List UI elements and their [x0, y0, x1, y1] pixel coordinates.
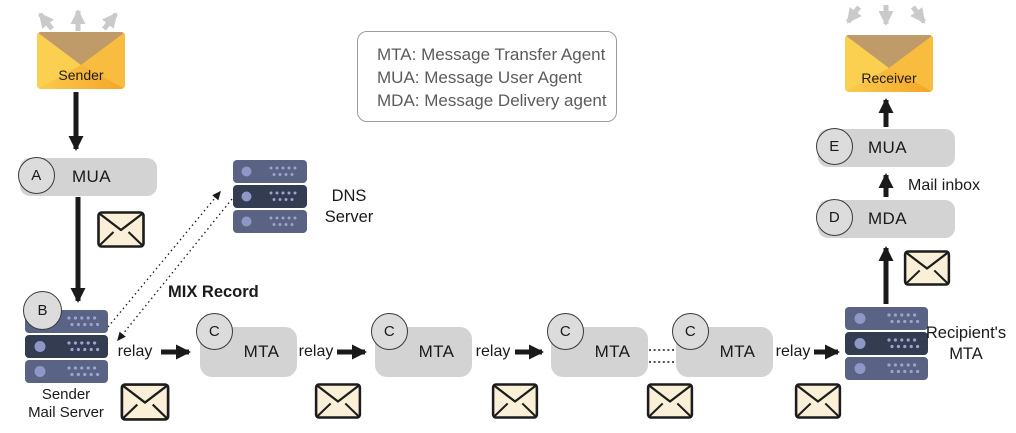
mail-inbox-label: Mail inbox	[908, 177, 981, 194]
node-mua-e: E MUA	[816, 128, 955, 167]
mail-envelope-icon	[97, 211, 145, 253]
node-mta-2: C MTA	[371, 313, 472, 377]
legend-line-mua: MUA: Message User Agent	[377, 68, 583, 87]
dns-server-icon	[233, 160, 307, 238]
node-mta-1-label: MTA	[243, 342, 280, 361]
mail-envelope-icon	[903, 250, 951, 291]
node-mua-a-label: MUA	[72, 167, 111, 186]
receiver-label: Receiver	[861, 70, 917, 86]
dotted-arrow-query-to-dns	[107, 190, 221, 328]
relay-label-2: relay	[298, 343, 334, 360]
node-mta-2-label: MTA	[418, 342, 455, 361]
relay-label-3: relay	[475, 343, 511, 360]
badge-c-1: C	[196, 313, 233, 350]
sender-broadcast-arrows-icon	[38, 8, 118, 31]
dotted-arrow-dns-response	[117, 198, 233, 342]
mix-record-label: MIX Record	[168, 283, 259, 301]
legend-line-mta: MTA: Message Transfer Agent	[377, 45, 606, 64]
node-mda: D MDA	[816, 199, 955, 238]
relay-label-1: relay	[117, 343, 153, 360]
recipient-mta-label: Recipient's MTA	[925, 324, 1007, 363]
node-mta-4: C MTA	[672, 313, 773, 377]
node-mta-4-label: MTA	[719, 342, 756, 361]
sender-label: Sender	[58, 67, 104, 83]
relay-label-4: relay	[775, 343, 811, 360]
dns-server-label: DNS Server	[324, 187, 374, 226]
badge-c-4: C	[672, 313, 709, 350]
badge-c-3: C	[547, 313, 584, 350]
badge-c-2: C	[371, 313, 408, 350]
mail-envelope-icon	[313, 383, 363, 424]
legend-box: MTA: Message Transfer Agent MUA: Message…	[357, 31, 617, 122]
node-mua-e-label: MUA	[868, 138, 907, 157]
receiver-incoming-arrows-icon	[845, 5, 927, 27]
recipient-mta-server-icon	[845, 307, 928, 385]
sender-envelope-icon: Sender	[37, 32, 125, 89]
sender-mail-server-label: Sender Mail Server	[28, 386, 104, 421]
legend-line-mda: MDA: Message Delivery agent	[377, 91, 607, 110]
node-mta-3: C MTA	[547, 313, 648, 377]
receiver-envelope-icon: Receiver	[845, 35, 933, 92]
badge-b: B	[23, 291, 62, 330]
node-mda-label: MDA	[868, 209, 907, 228]
badge-a: A	[18, 157, 55, 194]
badge-e: E	[816, 128, 853, 165]
mail-envelope-icon	[120, 383, 170, 426]
badge-d: D	[816, 199, 853, 236]
mail-envelope-icon	[490, 383, 540, 424]
mail-envelope-icon	[645, 383, 695, 424]
mail-envelope-icon	[793, 383, 843, 424]
node-mua-a: A MUA	[18, 157, 157, 196]
node-mta-1: C MTA	[196, 313, 297, 377]
node-mta-3-label: MTA	[594, 342, 631, 361]
